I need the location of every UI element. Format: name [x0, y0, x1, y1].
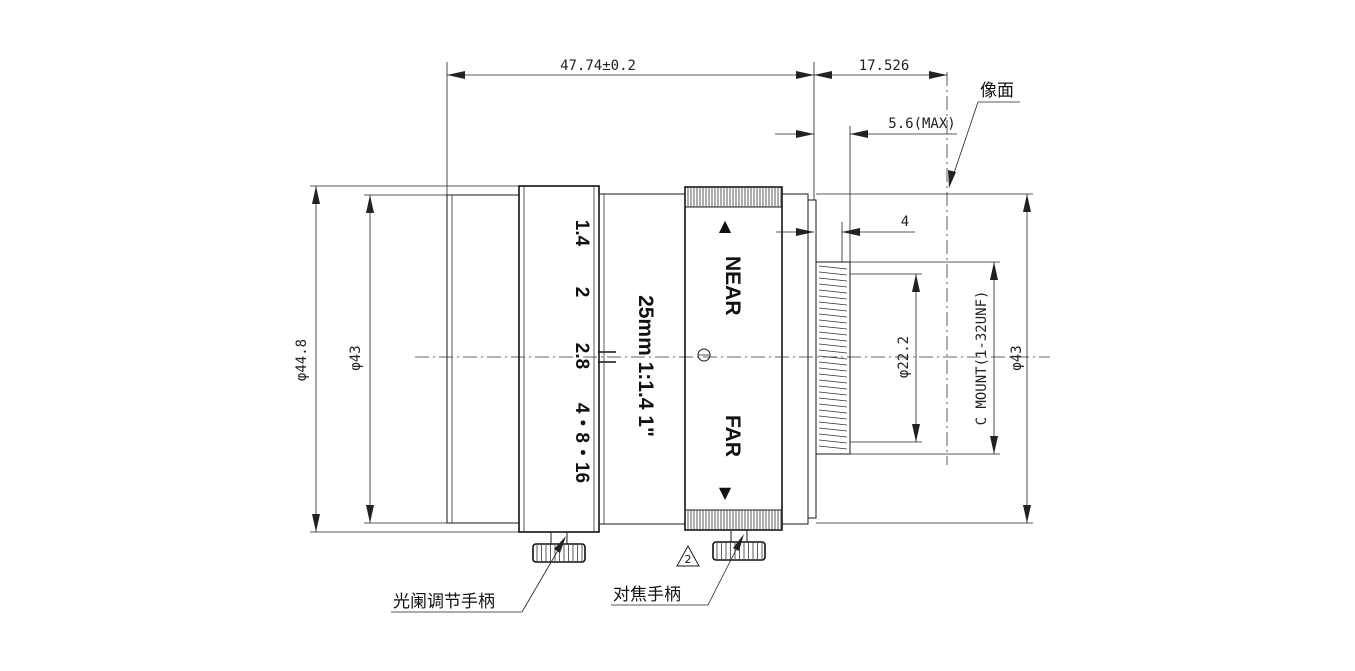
thread-line [818, 409, 848, 414]
thread-line [818, 421, 848, 426]
thread-line [818, 385, 848, 390]
aperture-value-1-4: 1.4 [571, 220, 592, 247]
thread-line [818, 295, 848, 300]
thread-line [818, 391, 848, 396]
outer-diameter-text: φ44.8 [294, 339, 310, 381]
dim-body-diameter: φ43 [348, 194, 447, 524]
flange-back-text: 17.526 [859, 58, 910, 74]
thread-line [818, 265, 848, 270]
image-plane-callout: 像面 [948, 81, 1020, 188]
overall-length-text: 47.74±0.2 [560, 58, 636, 74]
far-label: FAR [721, 415, 744, 457]
focus-ring [684, 186, 783, 531]
front-section [446, 186, 520, 532]
thread-line [818, 397, 848, 402]
thread-line [818, 403, 848, 408]
thread-line [818, 331, 848, 336]
aperture-value-2: 2 [571, 287, 592, 298]
aperture-handle-label: 光阑调节手柄 [393, 592, 495, 612]
thread-line [818, 283, 848, 288]
back-protrusion-text: 5.6(MAX) [888, 116, 955, 132]
rear-diameter-text: φ43 [1009, 345, 1025, 370]
dim-flange-back: 17.526 [814, 58, 947, 79]
thread-line [818, 379, 848, 384]
model-engraving: 25mm 1:1.4 1" [634, 295, 657, 437]
image-plane-label: 像面 [980, 81, 1014, 101]
aperture-ring [518, 185, 616, 533]
thread-line [818, 367, 848, 372]
mount-diameter-text: φ22.2 [896, 336, 912, 378]
near-arrow-icon: ▲ [719, 216, 732, 235]
thread-line [818, 313, 848, 318]
note-number: 2 [685, 553, 692, 566]
thread-line [818, 325, 848, 330]
focus-handle-label: 对焦手柄 [613, 585, 681, 605]
aperture-value-4-8-16: 4・8・16 [571, 403, 592, 483]
thread-length-text: 4 [901, 214, 909, 230]
thread-line [818, 427, 848, 432]
thread-line [818, 433, 848, 438]
aperture-value-2-8: 2.8 [571, 343, 592, 369]
body-diameter-text: φ43 [348, 345, 364, 370]
thread-line [818, 277, 848, 282]
thread-line [818, 439, 848, 444]
thread-line [818, 445, 848, 450]
thread-line [818, 307, 848, 312]
dim-mount-inner-diameter: φ22.2 [850, 273, 922, 443]
thread-line [818, 361, 848, 366]
thread-line [818, 349, 848, 354]
thread-line [818, 343, 848, 348]
thread-line [818, 337, 848, 342]
thread-line [818, 289, 848, 294]
rear-barrel [781, 193, 817, 525]
thread-line [818, 271, 848, 276]
thread-line [818, 319, 848, 324]
dim-rear-diameter: φ43 [816, 193, 1033, 524]
dim-overall-length: 47.74±0.2 [446, 58, 815, 200]
dim-c-mount: C MOUNT(1-32UNF) [850, 261, 1000, 455]
thread-line [818, 373, 848, 378]
thread-line [818, 355, 848, 360]
dim-outer-diameter: φ44.8 [294, 185, 519, 533]
dim-thread-length: 4 [776, 214, 915, 262]
far-arrow-icon: ▼ [719, 483, 732, 502]
dim-back-protrusion: 5.6(MAX) [775, 116, 957, 262]
thread-line [818, 415, 848, 420]
c-mount-text: C MOUNT(1-32UNF) [974, 291, 990, 426]
focus-handle-callout: 对焦手柄 [611, 534, 744, 606]
aperture-handle-callout: 光阑调节手柄 [391, 536, 566, 613]
note-triangle-icon: 2 [676, 544, 700, 567]
thread-line [818, 301, 848, 306]
near-label: NEAR [721, 256, 744, 316]
c-mount-thread [815, 261, 851, 455]
